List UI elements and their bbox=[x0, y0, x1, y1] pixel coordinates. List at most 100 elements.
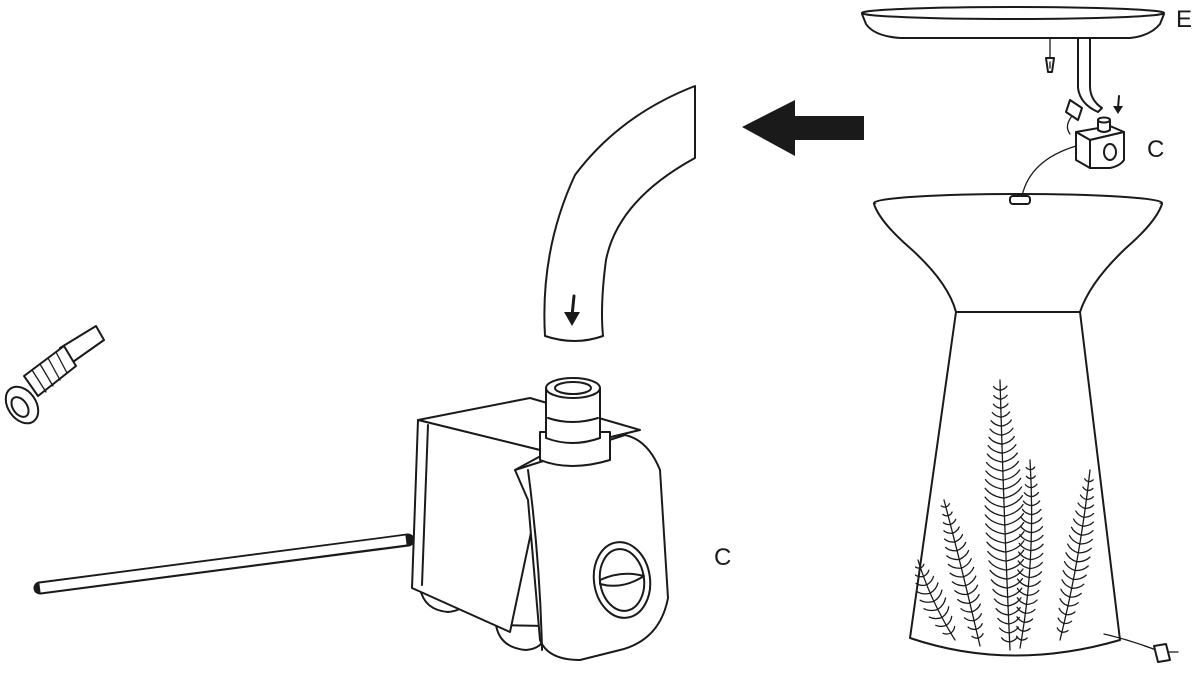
arrow-left-icon bbox=[742, 100, 864, 156]
fern-leaflet bbox=[989, 569, 1008, 580]
fern-leaflet bbox=[914, 574, 925, 578]
fern-leaflet bbox=[998, 627, 1010, 634]
fern-leaflet bbox=[1001, 427, 1014, 436]
fern-leaflet bbox=[935, 624, 947, 628]
fern-leaflet bbox=[1030, 508, 1042, 516]
fern-leaflet bbox=[984, 496, 1005, 508]
fern-leaflet bbox=[1002, 469, 1021, 481]
fern-leaflet bbox=[984, 514, 1006, 526]
fern-leaflet bbox=[985, 523, 1006, 535]
fern-leaflet bbox=[1001, 435, 1016, 445]
fern-leaflet bbox=[919, 563, 925, 569]
fern-leaflet bbox=[1067, 543, 1079, 554]
arrow-down-icon bbox=[564, 294, 580, 326]
fern-leaflet bbox=[949, 518, 957, 526]
fern-leaflet bbox=[962, 566, 975, 578]
fern-leaflet bbox=[1058, 607, 1067, 616]
fern-leaflet bbox=[1071, 583, 1085, 589]
fern-leaflet bbox=[1030, 500, 1041, 507]
fern-leaflet bbox=[942, 521, 952, 526]
fern-leaflet bbox=[973, 613, 983, 622]
fern-leaflet bbox=[988, 436, 1003, 445]
fern-leaflet bbox=[1000, 403, 1009, 409]
fern-leaflet bbox=[1001, 444, 1017, 454]
fern-leaflet bbox=[965, 575, 977, 587]
fern-leaflet bbox=[941, 606, 950, 619]
fern-leaflet bbox=[1026, 589, 1040, 597]
fern-leaflet bbox=[1002, 460, 1020, 472]
fern-leaflet bbox=[1072, 518, 1084, 527]
fern-leaflet bbox=[1020, 517, 1033, 525]
fern-leaflet bbox=[987, 550, 1007, 562]
fern-leaflet bbox=[1016, 587, 1029, 597]
pump-main bbox=[411, 377, 669, 661]
fern-leaflet bbox=[1079, 538, 1093, 545]
fern-leaflet bbox=[992, 385, 1001, 391]
fern-leaflet bbox=[1007, 597, 1022, 607]
fern-leaflet bbox=[971, 603, 981, 613]
fern-leaflet bbox=[1030, 543, 1044, 552]
fern-leaflet bbox=[957, 598, 971, 604]
fern-leaflet bbox=[956, 541, 967, 552]
fern-leaflet bbox=[943, 530, 954, 534]
fern-leaflet bbox=[960, 608, 973, 613]
fern-leaflet bbox=[967, 584, 979, 596]
fern-leaflet bbox=[1004, 530, 1025, 544]
fern-leaflet bbox=[1029, 552, 1044, 561]
fern-leaflet bbox=[986, 541, 1007, 553]
fern-leaflet bbox=[1003, 503, 1024, 517]
fern-leaflet bbox=[1061, 629, 1069, 633]
fern-leaflet bbox=[1005, 558, 1025, 571]
fern-leaflet bbox=[997, 617, 1010, 625]
fern-leaflet bbox=[1061, 579, 1073, 589]
fern-leaflet bbox=[1081, 521, 1095, 527]
fern-leaflet bbox=[937, 597, 947, 611]
fern-leaflet bbox=[1076, 556, 1091, 563]
fern-leaflet bbox=[1084, 504, 1095, 510]
fern-leaflet bbox=[945, 503, 951, 508]
top-bowl bbox=[861, 6, 1165, 121]
fern-leaflet bbox=[1006, 577, 1024, 589]
fern-leaflet bbox=[926, 575, 935, 586]
fern-leaflet bbox=[995, 608, 1010, 616]
fern-leaflet bbox=[1080, 530, 1094, 536]
fern-leaflet bbox=[960, 558, 972, 569]
fern-leaflet bbox=[1023, 492, 1033, 498]
fern-leaflet bbox=[985, 470, 1004, 481]
fern-leaflet bbox=[928, 616, 943, 620]
fern-leaflet bbox=[1001, 452, 1018, 463]
fern-leaflet bbox=[947, 563, 963, 569]
fern-leaflet bbox=[1028, 571, 1043, 579]
fern-leaflet bbox=[949, 572, 965, 578]
fern-leaflet bbox=[1016, 578, 1030, 588]
fern-leaflet bbox=[985, 532, 1007, 544]
fern-leaflet bbox=[977, 633, 984, 639]
fern-leaflet bbox=[1030, 483, 1038, 489]
power-cord bbox=[33, 252, 443, 595]
fern-leaflet bbox=[945, 615, 953, 627]
fern-leaflet bbox=[1016, 597, 1028, 606]
fern-leaflet bbox=[1021, 508, 1033, 516]
fern-leaflet bbox=[984, 478, 1005, 490]
fern-leaflet bbox=[954, 533, 964, 543]
fern-leaflet bbox=[1077, 502, 1086, 510]
fern-leaflet bbox=[929, 582, 939, 594]
fern-leaflet bbox=[999, 394, 1008, 400]
fern-leaflet bbox=[989, 428, 1003, 436]
cord-connector bbox=[4, 325, 105, 425]
fern-leaflet bbox=[1004, 521, 1025, 535]
pump-small bbox=[1021, 115, 1125, 197]
fern-leaflet bbox=[958, 549, 970, 561]
fern-leaflet bbox=[1074, 565, 1089, 572]
fern-leaflet bbox=[975, 623, 983, 631]
fern-leaflet bbox=[1030, 517, 1043, 525]
fern-leaflet bbox=[1063, 560, 1076, 572]
fern-leaflet bbox=[1003, 486, 1023, 499]
fern-leaflet bbox=[942, 632, 952, 635]
fern-leaflet bbox=[1003, 495, 1024, 508]
fern-leaflet bbox=[1075, 510, 1085, 519]
fern-leaflet bbox=[1016, 606, 1027, 615]
fern-leaflet bbox=[999, 385, 1008, 391]
fern-leaflet bbox=[1086, 487, 1094, 492]
